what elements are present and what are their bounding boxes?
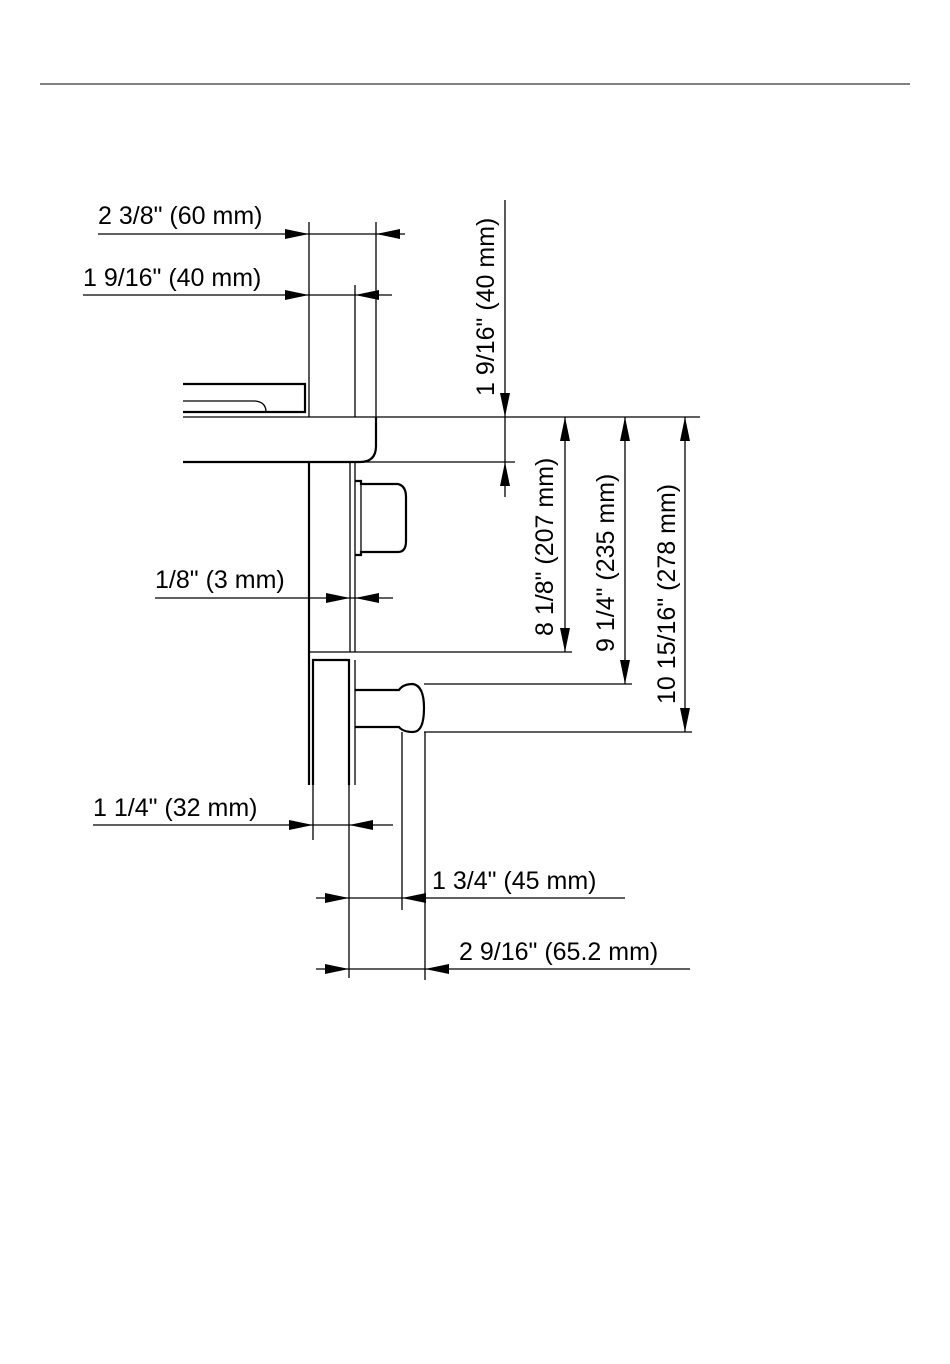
label-handle-total: 2 9/16" (65.2 mm) — [459, 938, 658, 966]
label-height-3: 10 15/16" (278 mm) — [653, 484, 681, 704]
dim-height-1: 8 1/8" (207 mm) — [531, 417, 570, 652]
label-height-1: 8 1/8" (207 mm) — [531, 458, 559, 636]
label-cooktop-width: 2 3/8" (60 mm) — [98, 202, 262, 230]
label-gap: 1/8" (3 mm) — [155, 566, 285, 594]
label-top-clearance: 1 9/16" (40 mm) — [472, 218, 500, 396]
dim-door-thickness: 1 1/4" (32 mm) — [93, 785, 393, 840]
label-height-2: 9 1/4" (235 mm) — [592, 474, 620, 652]
dim-handle-total: 2 9/16" (65.2 mm) — [316, 938, 690, 974]
dim-gap: 1/8" (3 mm) — [155, 566, 393, 603]
label-handle-depth: 1 3/4" (45 mm) — [432, 867, 596, 895]
dim-height-3: 10 15/16" (278 mm) — [653, 417, 690, 732]
dim-height-2: 9 1/4" (235 mm) — [592, 417, 630, 684]
label-door-thickness: 1 1/4" (32 mm) — [93, 794, 257, 822]
dim-top-clearance: 1 9/16" (40 mm) — [472, 200, 510, 497]
dim-panel-depth: 1 9/16" (40 mm) — [83, 264, 392, 417]
label-panel-depth: 1 9/16" (40 mm) — [83, 264, 261, 292]
